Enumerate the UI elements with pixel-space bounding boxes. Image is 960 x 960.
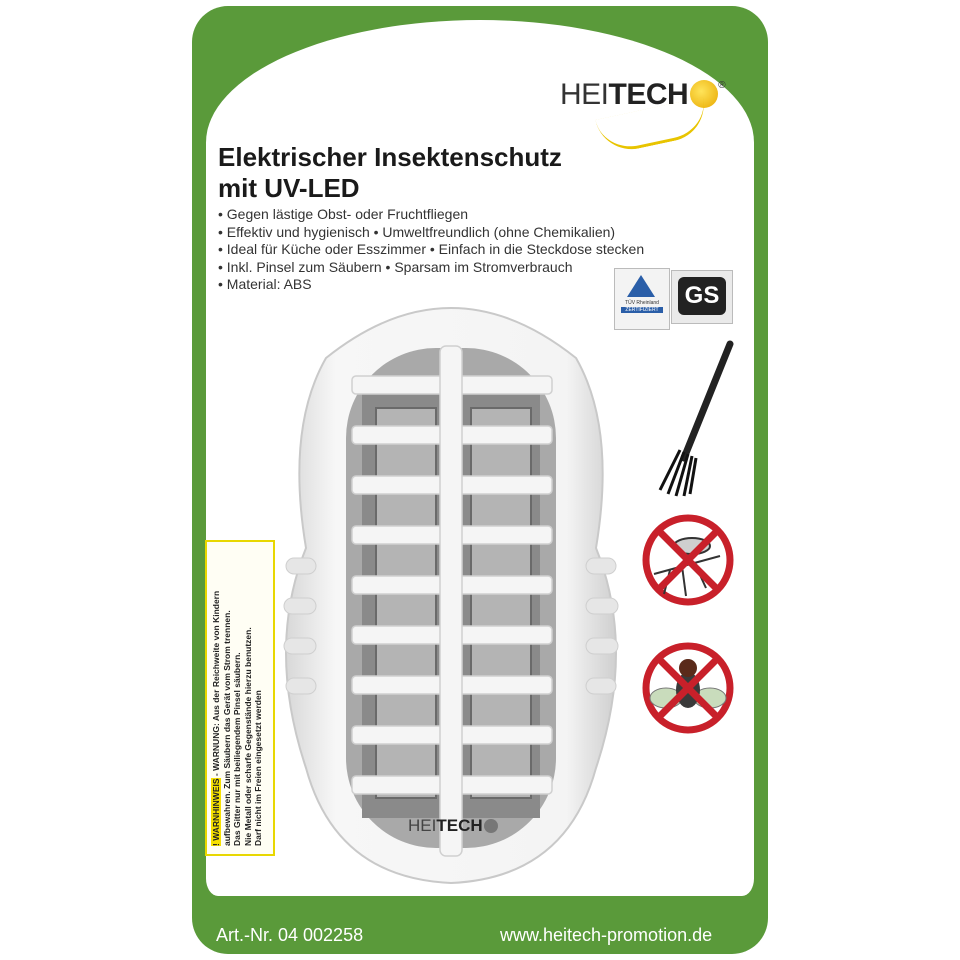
device-logo-prefix: HEI <box>408 816 437 835</box>
feature-item: • Material: ABS <box>218 276 312 292</box>
sun-icon <box>690 80 719 108</box>
warning-line: Das Gitter nur mit beiliegendem Pinsel s… <box>232 652 242 846</box>
insect-killer-device <box>283 307 619 885</box>
product-title-line1: Elektrischer Insektenschutz <box>218 142 562 172</box>
warning-line: Darf nicht im Freien eingesetzt werden <box>253 690 263 846</box>
warning-line: aufbewahren. Zum Säubern das Gerät vom S… <box>221 610 232 846</box>
website-url: www.heitech-promotion.de <box>500 925 713 945</box>
cleaning-brush-icon <box>658 340 734 497</box>
warning-label: ! WARNHINWEIS - WARNUNG: Aus der Reichwe… <box>205 540 275 856</box>
device-logo-dot-icon <box>483 819 498 833</box>
logo-registered: ® <box>718 80 726 91</box>
tuv-certification-badge: TÜV Rheinland ZERTIFIZIERT <box>614 268 670 330</box>
warning-text: ! WARNHINWEIS - WARNUNG: Aus der Reichwe… <box>209 546 271 850</box>
feature-item: • Gegen lästige Obst- oder Fruchtfliegen <box>218 206 469 222</box>
heitech-logo: HEITECH ® <box>560 78 726 112</box>
feature-item: • Ideal für Küche oder Esszimmer • Einfa… <box>218 241 645 257</box>
gs-certification-badge: GS <box>671 270 733 324</box>
tuv-triangle-icon <box>627 275 655 297</box>
feature-item: • Inkl. Pinsel zum Säubern • Sparsam im … <box>218 258 573 275</box>
warning-highlight: ! WARNHINWEIS <box>211 778 221 846</box>
tuv-bar: ZERTIFIZIERT <box>621 307 663 313</box>
no-fly-icon <box>642 642 734 734</box>
product-title-line2: mit UV-LED <box>218 173 360 203</box>
warning-line: Nie Metall oder scharfe Gegenstände hier… <box>242 627 253 846</box>
warning-line: - WARNUNG: Aus der Reichweite von Kinder… <box>211 590 221 779</box>
logo-bold: TECH <box>608 78 689 111</box>
product-title: Elektrischer Insektenschutz mit UV-LED <box>218 142 562 204</box>
logo-prefix: HEI <box>560 78 609 111</box>
feature-list: • Gegen lästige Obst- oder Fruchtfliegen… <box>218 206 644 294</box>
no-mosquito-icon <box>642 514 734 606</box>
tuv-label: TÜV Rheinland <box>625 300 659 306</box>
feature-item: • Effektiv und hygienisch • Umweltfreund… <box>218 223 616 240</box>
article-number: Art.-Nr. 04 002258 <box>216 925 364 945</box>
device-logo-bold: TECH <box>436 816 483 835</box>
gs-label: GS <box>678 277 726 315</box>
device-logo: HEITECH <box>408 816 498 836</box>
